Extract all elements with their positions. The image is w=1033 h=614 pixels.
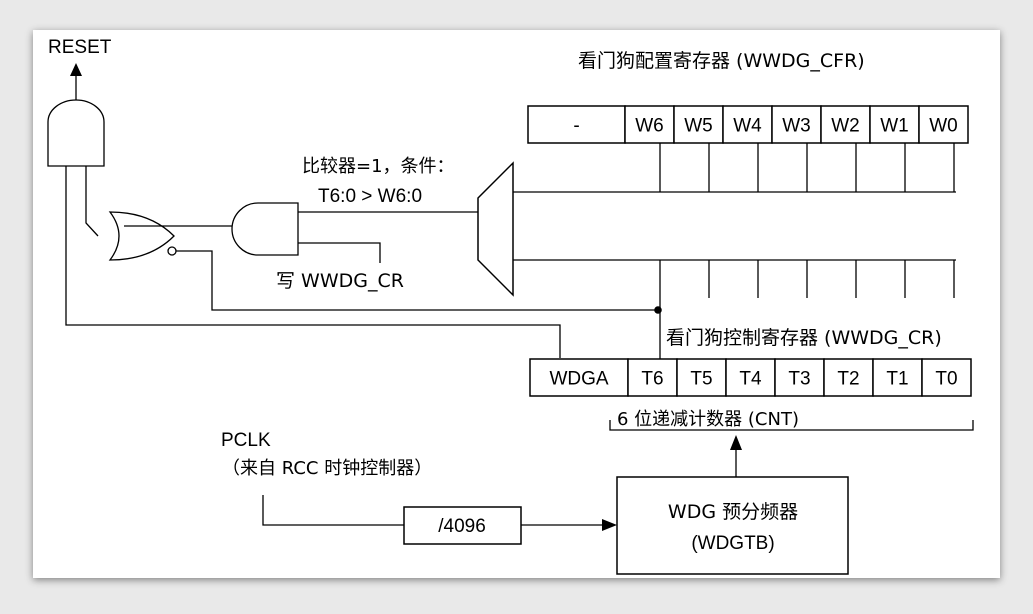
prescaler-block	[616, 476, 849, 575]
comparator-block	[477, 161, 514, 297]
cr-cell-label: WDGA	[549, 369, 608, 390]
cr-title: 看门狗控制寄存器 (WWDG_CR)	[666, 327, 942, 349]
wdga-to-and-wire	[65, 166, 561, 358]
cfr-bit-lines	[659, 143, 955, 192]
counter-label: 6 位递减计数器 (CNT)	[617, 409, 799, 430]
cfr-cell-label: W5	[684, 116, 713, 137]
pclk-source-label: （来自 RCC 时钟控制器）	[222, 458, 432, 479]
cr-cell-label: T0	[935, 369, 957, 390]
cr-cell-0	[529, 358, 629, 397]
divider-to-prescaler-arrowhead	[602, 519, 617, 531]
cfr-cell-label: W2	[831, 116, 860, 137]
cfr-cell-4	[771, 105, 822, 144]
cr-cell-label: T5	[690, 369, 712, 390]
comparator-label-line1: 比较器=1，条件：	[302, 156, 455, 177]
prescaler-label: WDG 预分频器	[668, 501, 798, 523]
cr-cell-label: T4	[739, 369, 762, 390]
prescaler-to-counter-arrowhead	[730, 435, 742, 450]
prescaler-field-label: (WDGTB)	[691, 533, 774, 554]
cfr-cell-5	[820, 105, 871, 144]
t6-feedback-wire	[176, 250, 658, 311]
cr-cell-1	[627, 358, 678, 397]
divider-label: /4096	[438, 516, 486, 537]
reset-and-gate	[47, 99, 105, 167]
cfr-title: 看门狗配置寄存器 (WWDG_CFR)	[578, 50, 865, 72]
or-to-and-wire	[85, 166, 99, 237]
cr-cell-label: T3	[788, 369, 810, 390]
cfr-cell-6	[869, 105, 920, 144]
write-cr-wire	[298, 242, 381, 263]
t6-junction-dot	[654, 306, 662, 314]
cfr-cell-3	[722, 105, 773, 144]
cfr-cell-label: W6	[635, 116, 664, 137]
cr-cell-4	[774, 358, 825, 397]
cr-cell-2	[676, 358, 727, 397]
cfr-cell-label: W1	[880, 116, 909, 137]
cfr-cell-7	[918, 105, 969, 144]
cfr-cell-label: W4	[733, 116, 762, 137]
write-and-gate	[231, 202, 299, 256]
cr-cell-3	[725, 358, 776, 397]
pclk-label: PCLK	[221, 430, 271, 451]
pclk-wire	[262, 495, 404, 526]
cfr-register: - W6 W5 W4 W3 W2 W1 W0	[527, 105, 969, 144]
cr-register: WDGA T6 T5 T4 T3 T2 T1 T0	[529, 358, 972, 397]
cr-cell-6	[872, 358, 923, 397]
comparator-label-line2: T6:0 > W6:0	[318, 186, 422, 207]
cfr-cell-label: W3	[782, 116, 811, 137]
or-gate	[108, 211, 175, 261]
cr-cell-label: T1	[886, 369, 908, 390]
write-cr-label: 写 WWDG_CR	[276, 270, 404, 292]
reset-arrow-head	[70, 63, 82, 76]
cr-cell-label: T2	[837, 369, 859, 390]
cfr-cell-label: -	[573, 116, 579, 137]
cr-cell-5	[823, 358, 874, 397]
cfr-cell-label: W0	[929, 116, 958, 137]
cr-cell-7	[921, 358, 972, 397]
cr-cell-label: T6	[641, 369, 663, 390]
counter-bracket	[609, 420, 974, 431]
inverter-bubble	[167, 246, 177, 256]
reset-label: RESET	[48, 37, 112, 58]
